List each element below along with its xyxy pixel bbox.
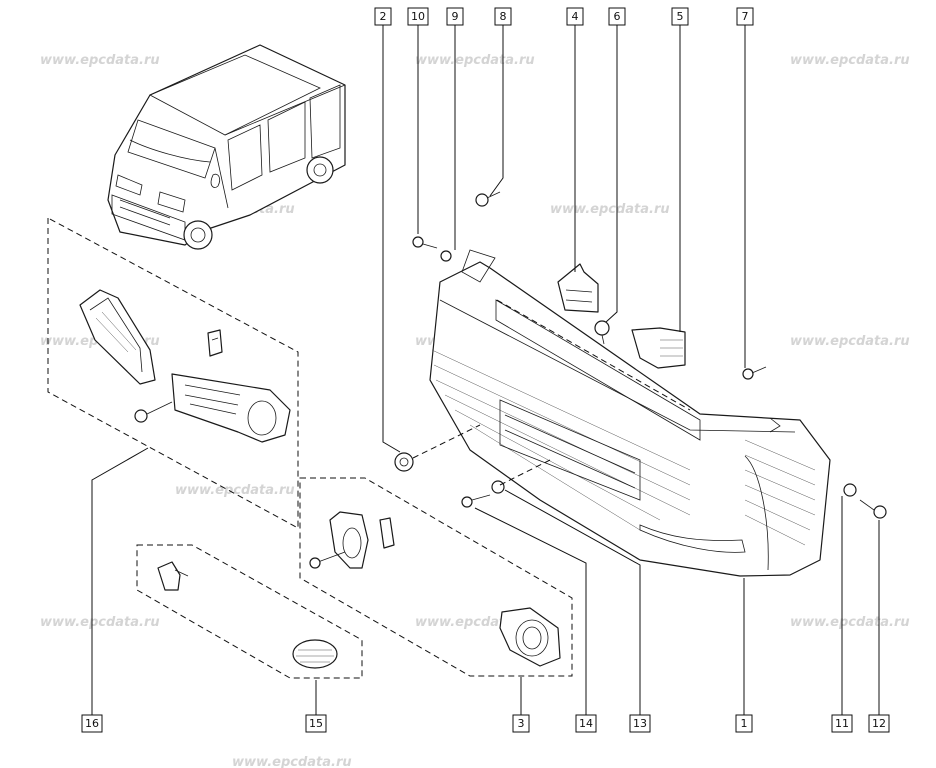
- nut-11: [843, 483, 857, 497]
- svg-text:1: 1: [741, 717, 748, 730]
- group-3-frame: [299, 477, 573, 677]
- callout-1: 1: [735, 714, 753, 733]
- group-15-frame: [136, 544, 363, 679]
- watermark: www.epcdata.ru: [232, 755, 352, 768]
- callout-12: 12: [868, 714, 890, 733]
- callout-14: 14: [575, 714, 597, 733]
- callout-8: 8: [494, 7, 512, 26]
- svg-text:14: 14: [579, 717, 593, 730]
- screw: [134, 401, 173, 423]
- fog-lamp-lower: [499, 607, 561, 667]
- screw-7: [742, 366, 767, 380]
- screw-8: [475, 191, 501, 207]
- assembly-lines: [412, 299, 691, 486]
- group-16-frame: [47, 217, 299, 529]
- bracket-clip: [207, 329, 223, 357]
- watermark: www.epcdata.ru: [550, 202, 670, 217]
- bolt-10: [412, 236, 438, 249]
- callout-15: 15: [305, 714, 327, 733]
- callout-6: 6: [608, 7, 626, 26]
- watermark: www.epcdata.ru: [40, 615, 160, 630]
- watermark: www.epcdata.ru: [790, 334, 910, 349]
- callout-4: 4: [566, 7, 584, 26]
- callout-9: 9: [446, 7, 464, 26]
- callout-16: 16: [81, 714, 103, 733]
- svg-text:4: 4: [572, 10, 579, 23]
- svg-text:2: 2: [380, 10, 387, 23]
- callout-3: 3: [512, 714, 530, 733]
- watermark: www.epcdata.ru: [790, 53, 910, 68]
- screw-6: [594, 320, 610, 345]
- fog-lamp-upper: [309, 511, 395, 569]
- svg-text:11: 11: [835, 717, 849, 730]
- bolt-14: [461, 494, 491, 508]
- screw-12: [859, 499, 887, 519]
- side-repeater-upper: [157, 561, 189, 591]
- bumper-bracket: [171, 373, 291, 443]
- watermark: www.epcdata.ru: [415, 53, 535, 68]
- callout-13: 13: [629, 714, 651, 733]
- upper-bracket-4: [557, 263, 599, 313]
- van-illustration: [107, 44, 346, 250]
- watermark: www.epcdata.ru: [790, 615, 910, 630]
- svg-text:16: 16: [85, 717, 99, 730]
- svg-text:3: 3: [518, 717, 525, 730]
- svg-text:6: 6: [614, 10, 621, 23]
- svg-text:8: 8: [500, 10, 507, 23]
- svg-text:10: 10: [411, 10, 425, 23]
- leader-lines: [91, 25, 880, 715]
- svg-text:9: 9: [452, 10, 459, 23]
- callout-5: 5: [671, 7, 689, 26]
- callout-11: 11: [831, 714, 853, 733]
- callout-7: 7: [736, 7, 754, 26]
- svg-text:12: 12: [872, 717, 886, 730]
- svg-text:5: 5: [677, 10, 684, 23]
- front-bumper: [429, 249, 831, 577]
- plug-2: [394, 452, 414, 472]
- washer-13: [491, 480, 505, 494]
- nut-9: [440, 250, 452, 262]
- svg-text:13: 13: [633, 717, 647, 730]
- svg-text:15: 15: [309, 717, 323, 730]
- svg-text:7: 7: [742, 10, 749, 23]
- fog-lamp-housing: [79, 289, 156, 385]
- callout-2: 2: [374, 7, 392, 26]
- watermark: www.epcdata.ru: [175, 483, 295, 498]
- watermark: www.epcdata.ru: [40, 53, 160, 68]
- clip-5: [631, 327, 686, 369]
- side-repeater-lower: [292, 639, 338, 669]
- callout-10: 10: [407, 7, 429, 26]
